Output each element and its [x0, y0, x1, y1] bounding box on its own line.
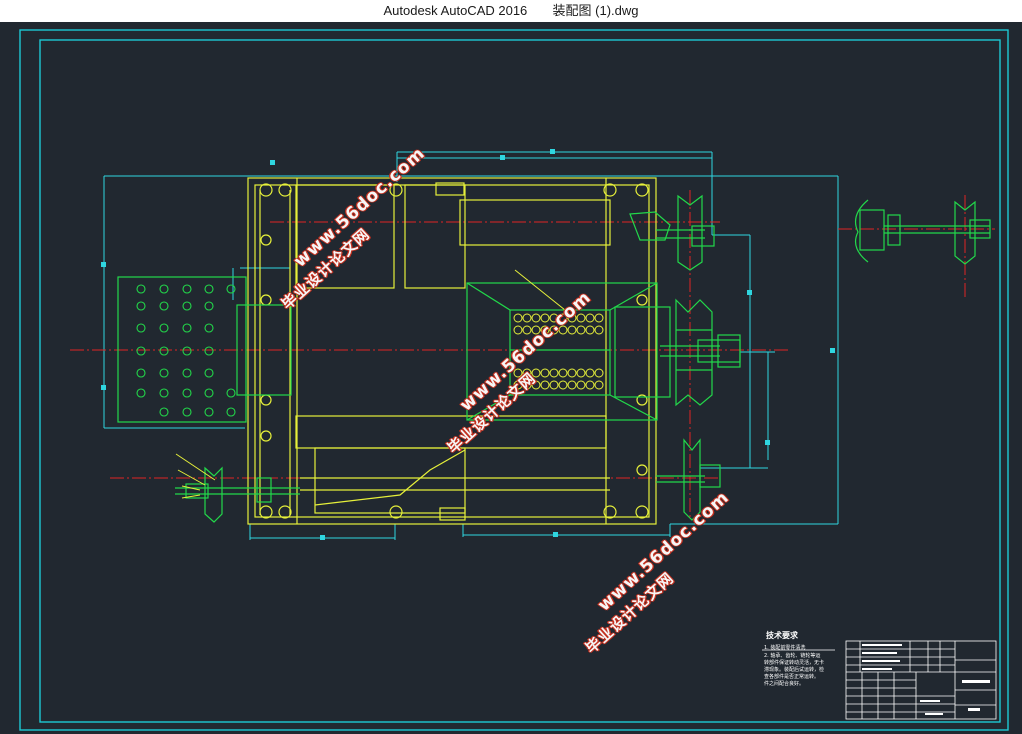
- technical-note-2: 2. 轴承、齿轮、链轮等运: [764, 653, 821, 659]
- dimension-markers: [101, 149, 835, 540]
- main-housing: [247, 177, 657, 525]
- file-name: 装配图 (1).dwg: [552, 3, 639, 18]
- hopper-leader: [514, 269, 566, 311]
- roller-balls: [513, 313, 604, 390]
- title-block: [845, 640, 997, 720]
- left-plate: [117, 276, 292, 423]
- technical-note-5: 查各部件是否正常运转。: [764, 674, 820, 680]
- technical-notes-title: 技术要求: [766, 631, 798, 640]
- detail-view: [855, 199, 991, 265]
- left-leaders: [175, 453, 216, 499]
- drawing-frame: [19, 29, 1009, 731]
- window-title-bar: Autodesk AutoCAD 2016 装配图 (1).dwg: [0, 0, 1022, 22]
- technical-note-4: 滞现象。装配后试运转，检: [764, 667, 825, 673]
- left-pulley: [175, 466, 300, 523]
- title-block-fills: [862, 644, 990, 715]
- right-pulleys: [629, 194, 741, 521]
- drawing-canvas[interactable]: www.56doc.com 毕业设计论文网 www.56doc.com 毕业设计…: [0, 22, 1022, 734]
- app-title: Autodesk AutoCAD 2016: [383, 3, 528, 18]
- technical-note-3: 转部件保证转动灵活，无卡: [764, 660, 825, 666]
- technical-note-6: 件之间配合良好。: [764, 681, 805, 687]
- left-plate-holes: [136, 284, 236, 417]
- technical-note-1: 1. 装配前零件清洗: [764, 645, 806, 651]
- assembly-drawing: [19, 29, 1009, 731]
- dimension-lines: [103, 151, 839, 540]
- central-hopper: [466, 282, 671, 421]
